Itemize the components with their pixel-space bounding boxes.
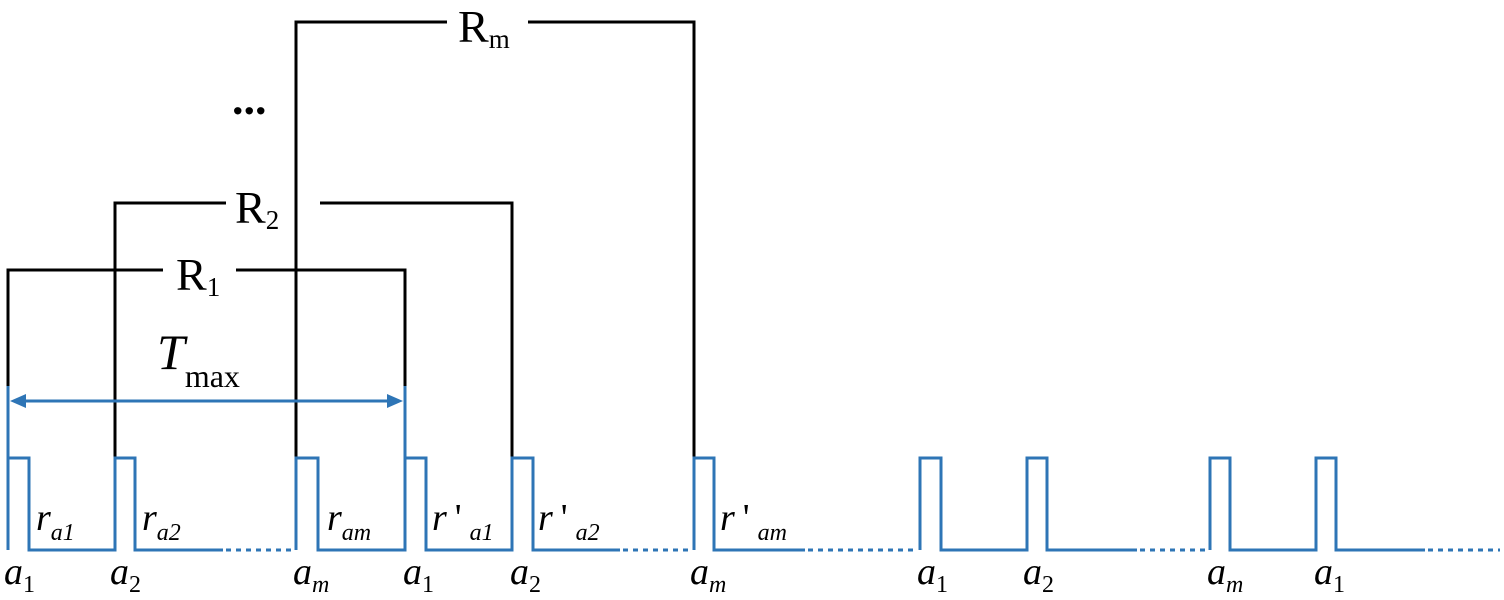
- bracket-r1-sub: 1: [207, 272, 221, 302]
- tmax-arrow-left-head: [10, 394, 26, 408]
- pulse-label-4: a1: [403, 551, 434, 598]
- interval-label-5: r'a2: [538, 497, 600, 546]
- pulse-label-7: a1: [917, 551, 948, 598]
- ellipsis-text: ...: [232, 73, 267, 124]
- tmax-arrow-right-head: [387, 394, 403, 408]
- pulse-train: [6, 456, 1500, 552]
- svg-text:Tmax: Tmax: [157, 324, 240, 394]
- pulse-label-1: a1: [4, 551, 35, 598]
- bracket-r1-main: R: [176, 249, 207, 300]
- svg-text:R1: R1: [176, 249, 220, 302]
- bracket-r2: R2: [113, 182, 514, 458]
- interval-label-1: ra1: [36, 497, 75, 546]
- interval-label-2: ra2: [142, 497, 181, 546]
- bracket-rm: Rm: [294, 1, 696, 458]
- pulse-label-3: am: [293, 551, 329, 598]
- pulse-label-5: a2: [510, 551, 541, 598]
- tmax-sub: max: [185, 358, 240, 394]
- interval-label-6: r'am: [720, 497, 787, 546]
- bracket-r2-sub: 2: [266, 205, 280, 235]
- interval-labels: ra1 ra2 ram r'a1 r'a2 r'am: [36, 497, 787, 546]
- pulse-label-6: am: [690, 551, 726, 598]
- tmax-span: Tmax: [6, 324, 407, 458]
- pulse-label-8: a2: [1023, 551, 1054, 598]
- pulse-labels: a1 a2 am a1 a2 am a1 a2 am a1: [4, 551, 1345, 598]
- tmax-main: T: [157, 324, 188, 380]
- svg-text:R2: R2: [235, 182, 279, 235]
- bracket-r2-main: R: [235, 182, 266, 233]
- svg-text:Rm: Rm: [458, 1, 510, 54]
- pulse-label-10: a1: [1314, 551, 1345, 598]
- interval-label-4: r'a1: [432, 497, 494, 546]
- bracket-rm-main: R: [458, 1, 489, 52]
- pulse-label-2: a2: [110, 551, 141, 598]
- bracket-r1: R1: [6, 249, 407, 386]
- interval-label-3: ram: [327, 497, 371, 546]
- bracket-rm-sub: m: [489, 24, 510, 54]
- pulse-label-9: am: [1207, 551, 1243, 598]
